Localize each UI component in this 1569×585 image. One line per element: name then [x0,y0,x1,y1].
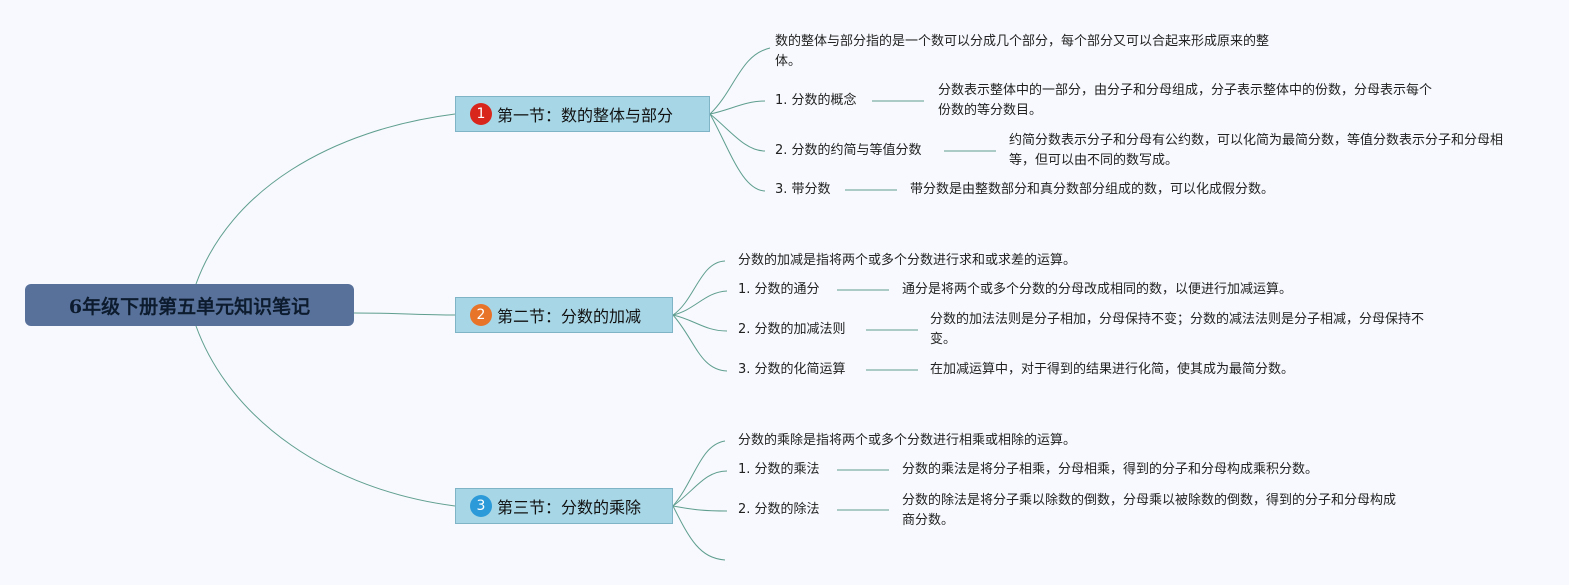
section-1-item-2-desc: 约简分数表示分子和分母有公约数，可以化简为最简分数，等值分数表示分子和分母相等，… [1009,133,1504,168]
section-2-item-3-desc: 在加减运算中，对于得到的结果进行化简，使其成为最简分数。 [930,362,1295,377]
section-3-item-1-desc: 分数的乘法是将分子相乘，分母相乘，得到的分子和分母构成乘积分数。 [902,462,1319,477]
section-2-item-2-label[interactable]: 2. 分数的加减法则 [738,322,846,337]
section-1-item-1-label[interactable]: 1. 分数的概念 [775,93,857,108]
root-title: 6年级下册第五单元知识笔记 [68,295,311,318]
section-3-link-item-2 [672,505,728,512]
section-1-link-intro [709,47,771,115]
root-link-section-2 [353,312,456,316]
section-2-link-intro [672,260,726,316]
section-3-link-item-1 [672,470,728,507]
section-1-title: 第一节：数的整体与部分 [497,106,674,125]
section-1-intro: 数的整体与部分指的是一个数可以分成几个部分，每个部分又可以合起来形成原来的整体。 [775,34,1270,69]
section-3-title: 第三节：分数的乘除 [497,498,642,517]
root-link-section-1 [195,113,456,285]
section-3-item-1-label[interactable]: 1. 分数的乘法 [738,462,820,477]
section-2-item-1-label[interactable]: 1. 分数的通分 [738,282,820,297]
section-1-badge: 1 [470,103,492,125]
section-2-intro: 分数的加减是指将两个或多个分数进行求和或求差的运算。 [738,253,1077,268]
section-2-badge: 2 [470,304,492,326]
section-1-link-item-2 [709,113,766,152]
section-1-item-3-desc: 带分数是由整数部分和真分数部分组成的数，可以化成假分数。 [910,182,1275,197]
section-2-title: 第二节：分数的加减 [497,307,642,326]
section-1-link-item-3 [709,113,766,192]
section-1-link-item-1 [709,100,766,115]
root-node[interactable]: 6年级下册第五单元知识笔记 [25,284,354,326]
section-3-badge: 3 [470,495,492,517]
section-2-item-2-desc: 分数的加法法则是分子相加，分母保持不变；分数的减法法则是分子相减，分母保持不变。 [930,312,1425,347]
section-2-link-item-3 [672,314,728,372]
section-1-item-2-label[interactable]: 2. 分数的约简与等值分数 [775,143,922,158]
section-2-item-3-label[interactable]: 3. 分数的化简运算 [738,362,846,377]
section-3-item-2-label[interactable]: 2. 分数的除法 [738,502,820,517]
section-3-node[interactable]: 3 第三节：分数的乘除 [455,488,673,524]
section-1-node[interactable]: 1 第一节：数的整体与部分 [455,96,710,132]
section-3-link-intro [672,440,726,507]
section-1-item-3-label[interactable]: 3. 带分数 [775,182,831,197]
section-2-link-item-1 [672,290,728,316]
section-2-node[interactable]: 2 第二节：分数的加减 [455,297,673,333]
section-2-link-item-2 [672,314,728,332]
section-1-item-1-desc: 分数表示整体中的一部分，由分子和分母组成，分子表示整体中的份数，分母表示每个份数… [938,83,1433,118]
section-2-item-1-desc: 通分是将两个或多个分数的分母改成相同的数，以便进行加减运算。 [902,282,1293,297]
root-link-section-3 [195,325,456,507]
section-3-intro: 分数的乘除是指将两个或多个分数进行相乘或相除的运算。 [738,433,1077,448]
section-3-link-empty [672,505,726,561]
section-3-item-2-desc: 分数的除法是将分子乘以除数的倒数，分母乘以被除数的倒数，得到的分子和分母构成商分… [902,493,1397,528]
